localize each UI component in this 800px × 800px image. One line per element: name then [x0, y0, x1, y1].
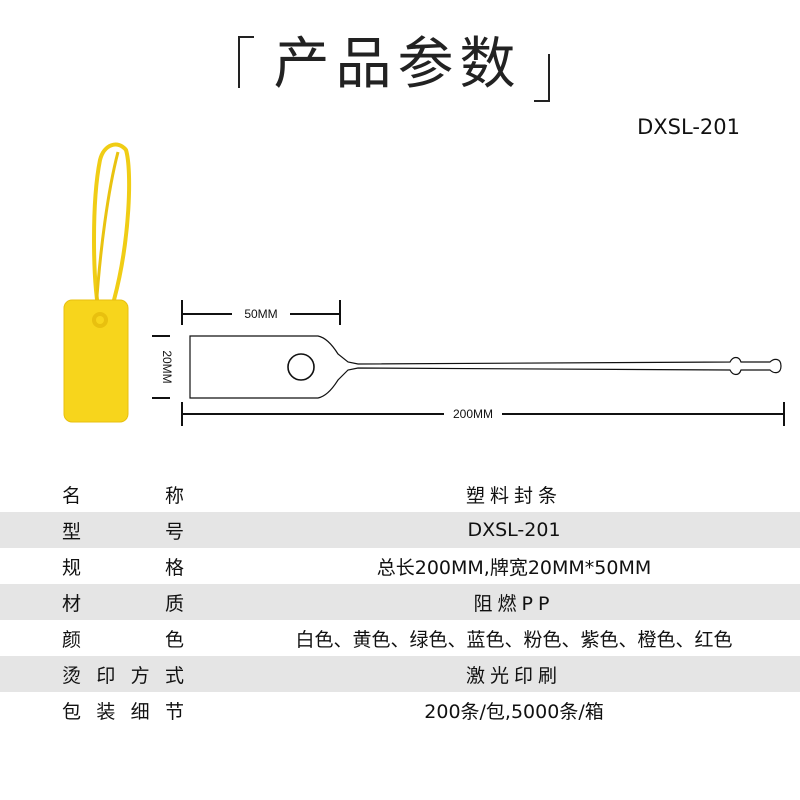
spec-label-char: 节 — [164, 700, 184, 723]
spec-label-char: 烫 — [62, 664, 82, 687]
title-bracket-right — [534, 54, 550, 102]
spec-label-char: 包 — [62, 700, 82, 723]
spec-label-char: 质 — [164, 592, 184, 615]
spec-value: 塑料封条 — [465, 484, 562, 507]
spec-label-char: 方 — [130, 664, 150, 687]
spec-label-char: 材 — [62, 592, 82, 615]
dimension-length: 200MM — [181, 402, 785, 426]
spec-label-char: 细 — [130, 700, 150, 723]
model-code: DXSL-201 — [637, 115, 740, 139]
width-label: 50MM — [244, 307, 277, 321]
spec-label-char: 装 — [96, 700, 116, 723]
seal-outline-drawing — [189, 335, 782, 399]
spec-label-char: 色 — [164, 628, 184, 651]
spec-label-char: 名 — [62, 484, 82, 507]
height-label: 20MM — [160, 350, 174, 383]
spec-label-char: 称 — [164, 484, 184, 507]
spec-value: 200条/包,5000条/箱 — [424, 700, 604, 723]
dimension-width: 50MM — [181, 300, 341, 325]
spec-value: 激光印刷 — [465, 664, 562, 687]
spec-row-name: 名称 塑料封条 — [0, 476, 800, 512]
spec-label-char: 规 — [62, 556, 82, 579]
spec-row-color: 颜色 白色、黄色、绿色、蓝色、粉色、紫色、橙色、红色 — [0, 620, 800, 656]
spec-row-size: 规格 总长200MM,牌宽20MM*50MM — [0, 548, 800, 584]
spec-label: 型号 — [62, 517, 184, 544]
product-figure: 50MM 20MM 200MM — [63, 142, 785, 426]
spec-label: 名称 — [62, 481, 184, 508]
spec-value: 白色、黄色、绿色、蓝色、粉色、紫色、橙色、红色 — [295, 628, 733, 651]
title-area: 产品参数 — [0, 22, 800, 112]
yellow-seal-image — [63, 142, 132, 423]
spec-label: 材质 — [62, 589, 184, 616]
spec-row-packing: 包装细节 200条/包,5000条/箱 — [0, 692, 800, 728]
spec-value: DXSL-201 — [467, 519, 561, 541]
spec-label-char: 式 — [164, 664, 184, 687]
spec-label: 规格 — [62, 553, 184, 580]
length-label: 200MM — [453, 407, 493, 421]
spec-label-char: 印 — [96, 664, 116, 687]
spec-value: 总长200MM,牌宽20MM*50MM — [376, 556, 652, 579]
spec-label-char: 格 — [164, 556, 184, 579]
spec-label-char: 号 — [164, 520, 184, 543]
dimension-height: 20MM — [152, 335, 174, 399]
spec-table: 名称 塑料封条 型号 DXSL-201 规格 总长200MM,牌宽20MM*50… — [0, 476, 800, 728]
spec-label-char: 型 — [62, 520, 82, 543]
title-bracket-left — [238, 36, 254, 88]
spec-label-char: 颜 — [62, 628, 82, 651]
spec-row-material: 材质 阻燃PP — [0, 584, 800, 620]
spec-label: 包装细节 — [62, 697, 184, 724]
spec-label: 烫印方式 — [62, 661, 184, 688]
spec-value: 阻燃PP — [473, 592, 555, 615]
page-title: 产品参数 — [273, 32, 522, 97]
spec-row-printing: 烫印方式 激光印刷 — [0, 656, 800, 692]
spec-label: 颜色 — [62, 625, 184, 652]
spec-row-model: 型号 DXSL-201 — [0, 512, 800, 548]
